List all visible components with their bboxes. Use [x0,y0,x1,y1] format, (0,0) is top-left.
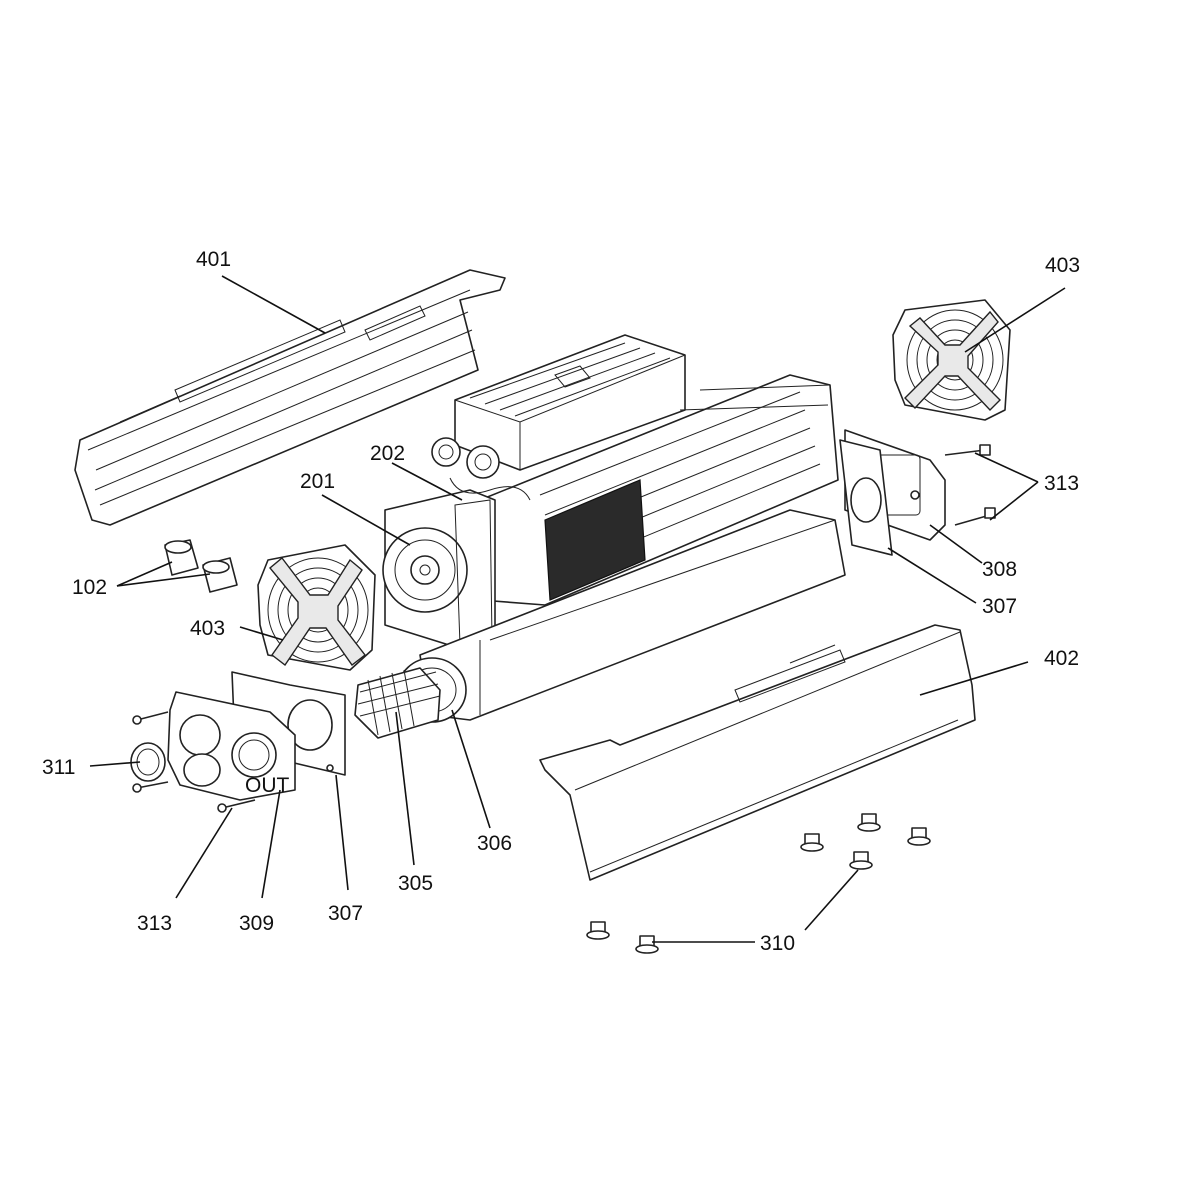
bushings-102 [164,539,238,593]
heating-coil-305 [354,667,441,739]
inlet-plate-309: OUT [167,691,296,801]
label-308: 308 [982,558,1017,581]
label-311: 311 [42,756,75,779]
label-402: 402 [1044,647,1079,670]
label-313-right: 313 [1044,472,1079,495]
label-202: 202 [370,442,405,465]
screws-313-left [132,711,256,813]
label-403-right: 403 [1045,254,1080,277]
foot-5 [586,921,610,940]
label-307-left: 307 [328,902,363,925]
heater-body-assembly [382,334,839,651]
fan-guard-403-left [257,544,376,671]
label-307-right: 307 [982,595,1017,618]
label-305: 305 [398,872,433,895]
label-309: 309 [239,912,274,935]
foot-6 [635,935,659,954]
label-310: 310 [760,932,795,955]
label-201: 201 [300,470,335,493]
feet-310 [586,813,931,954]
label-306: 306 [477,832,512,855]
foot-2 [857,813,881,832]
bottom-cover-402 [539,624,976,881]
gasket-307-right [839,439,893,556]
screws-313-right [944,444,996,526]
foot-1 [800,833,824,852]
out-marking: OUT [245,774,290,797]
label-403-left: 403 [190,617,225,640]
callout-labels: 401 403 202 201 313 102 308 403 307 402 … [42,248,1080,955]
foot-4 [849,851,873,870]
leader-lines [89,275,1066,943]
label-313-left: 313 [137,912,172,935]
label-401: 401 [196,248,231,271]
foot-3 [907,827,931,846]
label-102: 102 [72,576,107,599]
top-cover-401 [74,269,506,526]
fan-guard-403-right [892,299,1011,421]
